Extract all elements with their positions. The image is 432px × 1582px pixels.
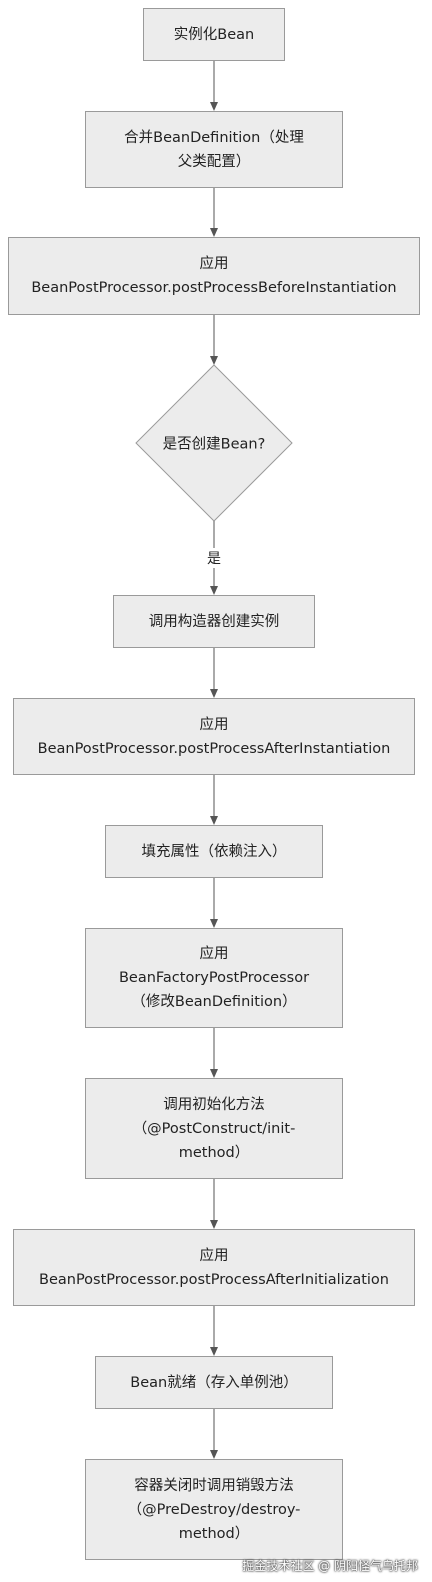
- node-text: BeanFactoryPostProcessor: [118, 970, 310, 986]
- node-populate-properties: 填充属性（依赖注入）: [105, 825, 323, 878]
- node-text: 填充属性（依赖注入）: [141, 843, 287, 860]
- node-text: BeanPostProcessor.postProcessBeforeInsta…: [31, 280, 397, 296]
- node-call-init-method: 调用初始化方法 （@PostConstruct/init- method）: [85, 1078, 343, 1179]
- node-text: BeanPostProcessor.postProcessAfterInstan…: [37, 740, 391, 757]
- node-text: （修改BeanDefinition）: [131, 994, 297, 1010]
- edge-label-yes: 是: [205, 548, 223, 568]
- node-text: BeanPostProcessor.postProcessAfterInitia…: [39, 1271, 389, 1288]
- node-destroy-method: 容器关闭时调用销毁方法 （@PreDestroy/destroy- method…: [85, 1459, 343, 1560]
- node-text: 调用构造器创建实例: [148, 613, 280, 630]
- node-text: （@PostConstruct/init-: [132, 1120, 296, 1137]
- node-merge-bean-definition: 合并BeanDefinition（处理 父类配置）: [85, 111, 343, 188]
- node-text: 应用: [199, 946, 229, 962]
- node-post-process-before-instantiation: 应用 BeanPostProcessor.postProcessBeforeIn…: [8, 237, 420, 315]
- node-text: 应用: [199, 1247, 229, 1264]
- node-text: 合并BeanDefinition（处理: [124, 129, 304, 146]
- node-text: 容器关闭时调用销毁方法: [134, 1477, 294, 1494]
- node-bean-ready: Bean就绪（存入单例池）: [95, 1356, 333, 1409]
- node-text: 实例化Bean: [173, 26, 255, 43]
- node-text: 应用: [199, 716, 229, 733]
- node-text: （@PreDestroy/destroy-: [127, 1501, 301, 1518]
- node-text: 应用: [199, 256, 229, 272]
- watermark: 掘金技术社区 @ 阴阳怪气乌托邦: [242, 1559, 418, 1573]
- node-text: 调用初始化方法: [163, 1096, 265, 1113]
- node-bean-factory-post-processor: 应用 BeanFactoryPostProcessor （修改BeanDefin…: [85, 928, 343, 1028]
- node-text: 父类配置）: [177, 153, 251, 170]
- node-instantiate-bean: 实例化Bean: [143, 8, 285, 61]
- node-call-constructor: 调用构造器创建实例: [113, 595, 315, 648]
- decision-create-bean: 是否创建Bean?: [162, 436, 266, 453]
- node-text: method）: [178, 1144, 250, 1161]
- node-post-process-after-initialization: 应用 BeanPostProcessor.postProcessAfterIni…: [13, 1229, 415, 1306]
- node-post-process-after-instantiation: 应用 BeanPostProcessor.postProcessAfterIns…: [13, 698, 415, 775]
- node-text: Bean就绪（存入单例池）: [130, 1374, 298, 1391]
- node-text: method）: [178, 1525, 250, 1542]
